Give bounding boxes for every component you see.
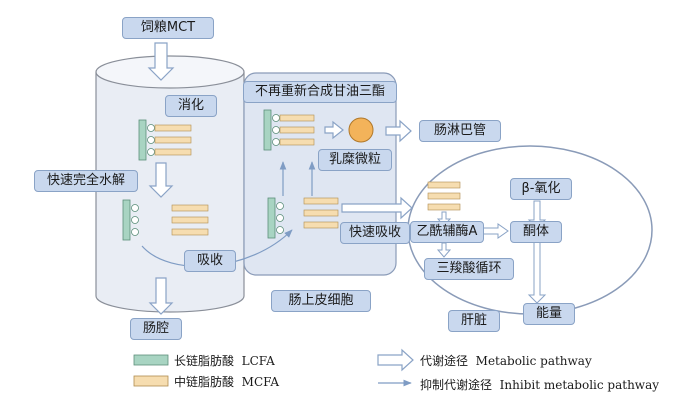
enterocyte-box [243,72,397,276]
legend-lcfa-en: LCFA [241,354,275,368]
label-lymph: 肠淋巴管 [419,120,501,142]
legend-lcfa-swatch [133,354,169,366]
label-chylomicron: 乳糜微粒 [318,149,392,171]
legend-inhibit-text: 抑制代谢途径 Inhibit metabolic pathway [420,376,659,393]
legend-mcfa-cn: 中链脂肪酸 [174,375,235,389]
legend-mcfa-swatch [133,375,169,387]
label-absorption: 吸收 [184,250,236,272]
right-arrow-ketone [482,223,509,239]
legend-inhibit-cn: 抑制代谢途径 [420,378,493,392]
right-arrow-chylomicron [324,120,344,140]
label-energy: 能量 [523,303,575,325]
triglyceride-lumen-top [138,119,192,161]
label-digestion: 消化 [165,95,217,117]
legend-metabolic-en: Metabolic pathway [475,354,592,368]
label-intestinal-lumen: 肠腔 [130,318,182,340]
label-ketone: 酮体 [510,221,562,243]
label-feed-mct: 饲粮MCT [122,17,214,39]
down-arrow-tca [436,242,452,258]
down-arrow-feed [147,42,175,81]
label-fast-hydrolysis: 快速完全水解 [34,170,138,192]
legend-mcfa-text: 中链脂肪酸 MCFA [174,373,279,390]
legend-lcfa-text: 长链脂肪酸 LCFA [174,352,275,369]
legend-lcfa-cn: 长链脂肪酸 [174,354,235,368]
label-beta-oxidation: β-氧化 [510,178,572,200]
label-fast-absorption: 快速吸收 [340,222,410,244]
label-no-resynthesis: 不再重新合成甘油三酯 [243,81,397,103]
hydrolysed-lumen [122,199,209,241]
down-arrow-hydrolysis [148,162,174,198]
down-arrow-energy [527,239,547,304]
legend-metabolic-arrow [377,348,414,372]
label-enterocyte: 肠上皮细胞 [271,290,371,312]
label-liver: 肝脏 [448,310,500,332]
right-arrow-liver [341,196,413,220]
absorbed-cell [267,197,339,239]
legend-metabolic-cn: 代谢途径 [420,354,469,368]
right-arrow-lymph [385,119,412,143]
down-arrow-lumen [148,277,174,315]
label-acetyl-coa: 乙酰辅酶A [410,221,484,243]
chylomicron-circle [348,117,374,143]
triglyceride-cell-top [263,109,315,151]
legend-inhibit-en: Inhibit metabolic pathway [499,378,660,392]
legend-mcfa-en: MCFA [241,375,280,389]
label-tca: 三羧酸循环 [424,258,514,280]
legend-metabolic-text: 代谢途径 Metabolic pathway [420,352,592,369]
mcfa-liver [427,181,461,211]
